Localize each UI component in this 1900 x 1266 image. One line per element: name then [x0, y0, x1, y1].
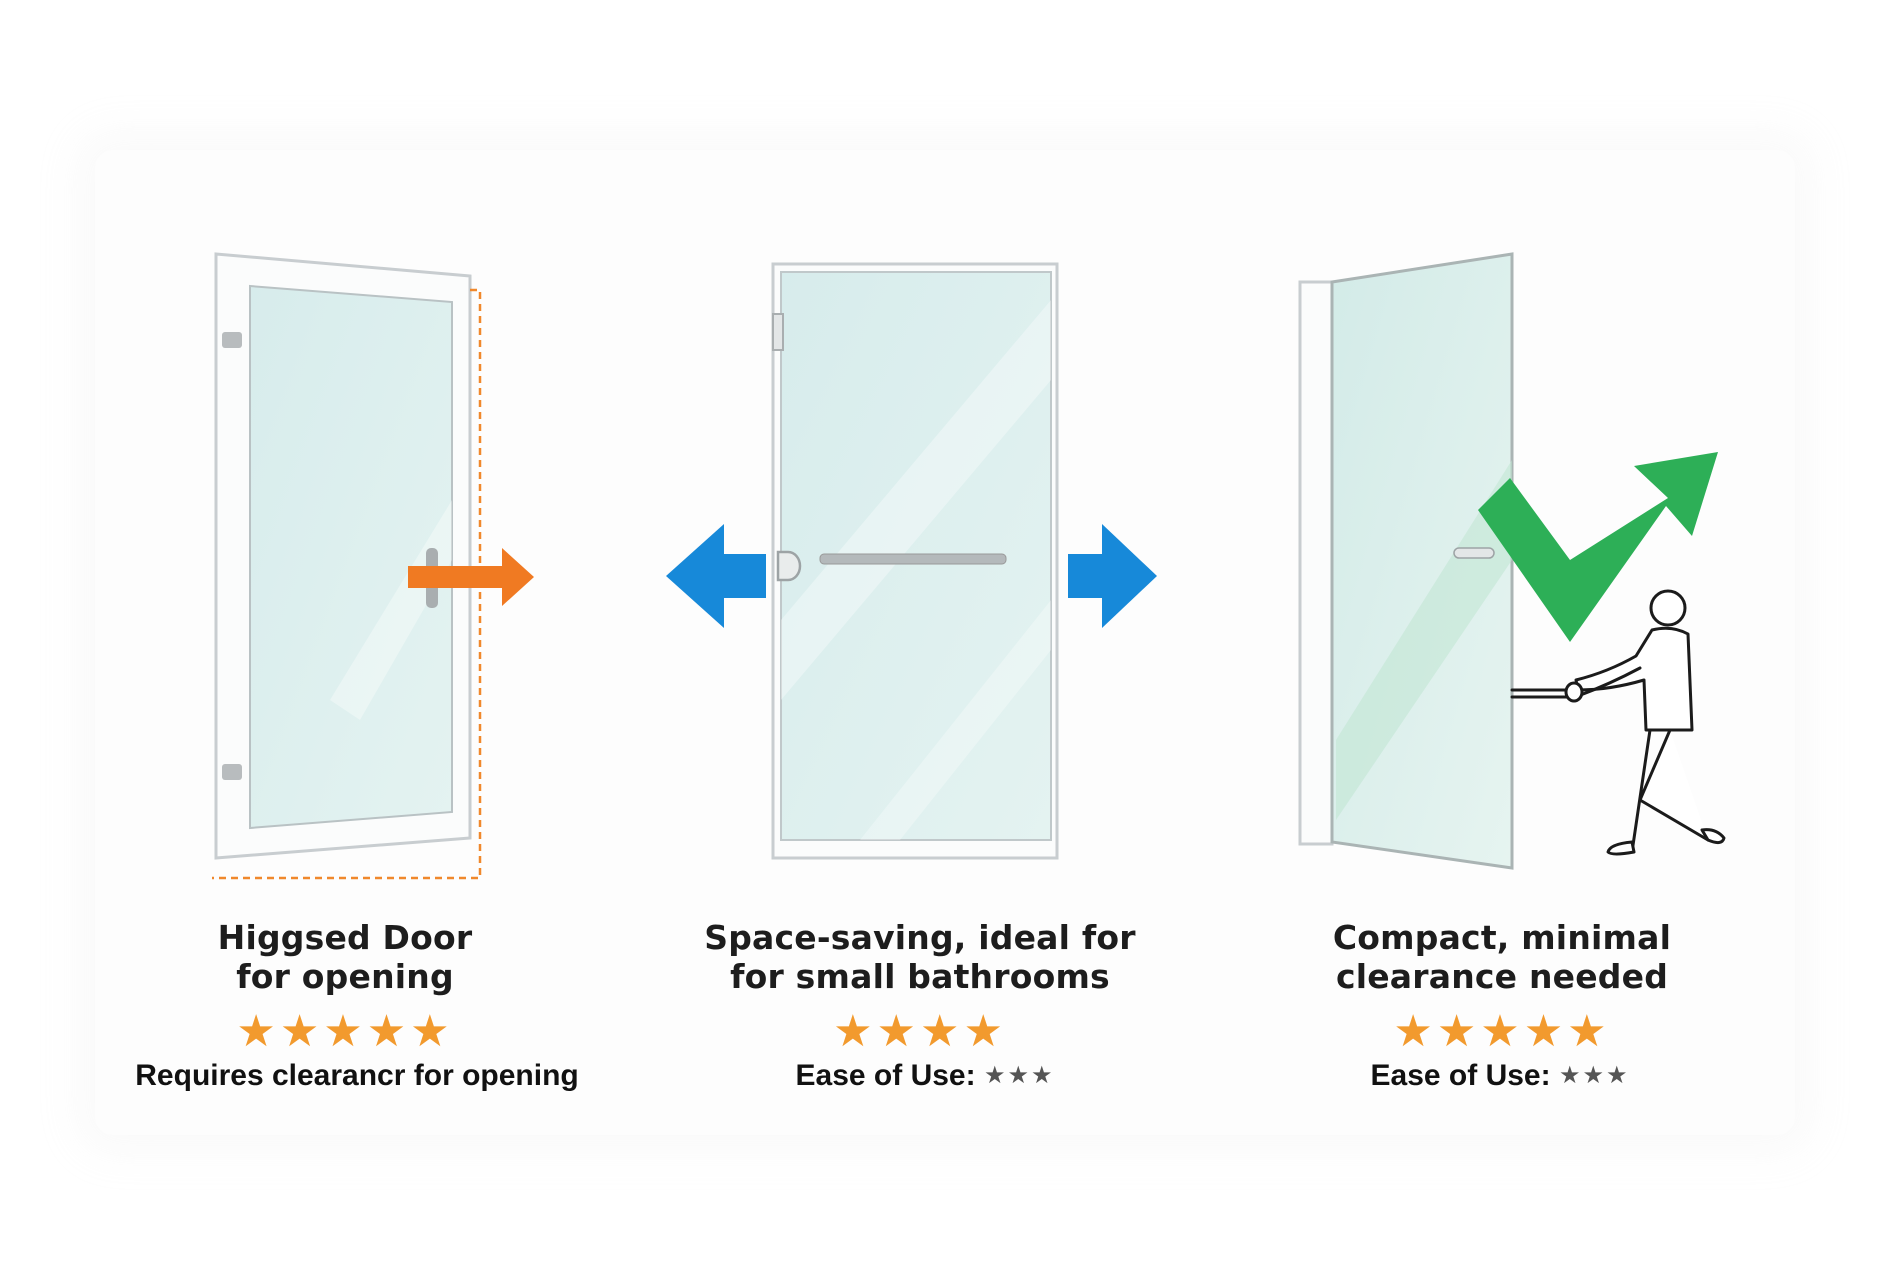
panel-2-caption-line2: for small bathrooms — [730, 957, 1110, 996]
hinge-top-icon — [222, 332, 242, 348]
panel-3-note-stars: ★★★ — [1558, 1062, 1630, 1089]
towel-bar-icon — [819, 553, 1007, 565]
hinge-bottom-icon — [222, 764, 242, 780]
track-clip-icon — [772, 313, 784, 351]
pivot-door-illustration — [1298, 252, 1726, 870]
star-rating-icon: ★★★★★ — [1393, 1007, 1611, 1056]
door-handle-icon — [1453, 547, 1495, 559]
glass-reflection — [330, 500, 452, 720]
glass-reflection — [781, 300, 1051, 700]
green-check-arrow-icon — [1478, 452, 1718, 642]
panel-3-note: Ease of Use: ★★★ — [1220, 1058, 1780, 1094]
panel-2-rating-stars: ★★★★ — [660, 1008, 1180, 1056]
panel-1-caption-line2: for opening — [236, 957, 454, 996]
hinged-door-glass — [249, 284, 453, 830]
panel-1-note: Requires clearancr for opening — [77, 1058, 637, 1094]
panel-3-caption-line1: Compact, minimal — [1332, 918, 1672, 957]
panel-1-caption: Higgsed Door for opening — [85, 918, 605, 996]
panel-2-caption: Space-saving, ideal for for small bathro… — [660, 918, 1180, 996]
panel-3-rating-stars: ★★★★★ — [1242, 1008, 1762, 1056]
glass-reflection — [860, 600, 1051, 840]
hinged-door-illustration — [212, 252, 534, 880]
blue-arrow-left-icon — [666, 524, 766, 628]
door-pull-icon — [776, 550, 802, 582]
blue-arrow-right-icon — [1068, 524, 1157, 628]
orange-arrow-icon — [408, 548, 534, 606]
panel-2-note-label: Ease of Use: — [795, 1059, 976, 1092]
panel-3-caption-line2: clearance needed — [1335, 957, 1669, 996]
panel-3-caption: Compact, minimal clearance needed — [1242, 918, 1762, 996]
person-pushing-icon — [1510, 589, 1726, 856]
panel-1-rating-stars: ★★★★★ — [85, 1008, 605, 1056]
panel-2-note: Ease of Use: ★★★ — [645, 1058, 1205, 1094]
panel-2-note-stars: ★★★ — [983, 1062, 1055, 1089]
star-rating-icon: ★★★★ — [833, 1007, 1007, 1056]
panel-1-caption-line1: Higgsed Door — [217, 918, 473, 957]
panel-3-note-label: Ease of Use: — [1370, 1059, 1551, 1092]
panel-1-note-label: Requires clearancr for opening — [135, 1059, 579, 1092]
sliding-door-illustration — [666, 262, 1157, 860]
door-jamb — [1298, 280, 1334, 846]
panel-2-caption-line1: Space-saving, ideal for — [704, 918, 1136, 957]
star-rating-icon: ★★★★★ — [236, 1007, 454, 1056]
